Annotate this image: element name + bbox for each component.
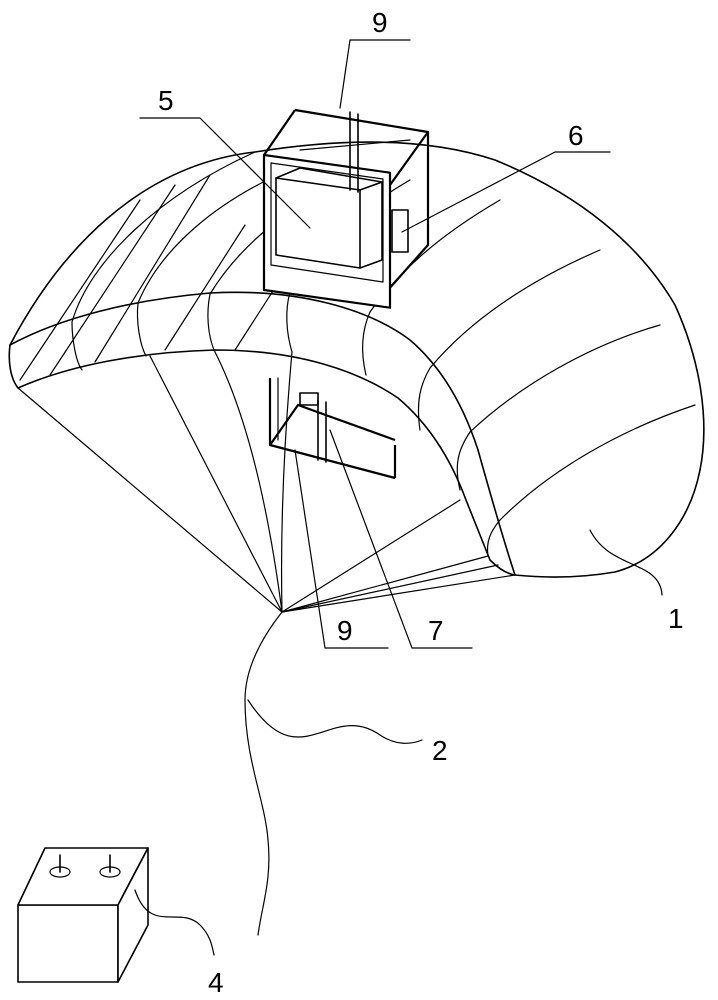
rib-5 [361,311,371,376]
lower-frame-assembly [268,377,397,480]
lower-frame-back [269,403,396,446]
label-7: 7 [428,615,444,646]
suspension-lines [17,349,516,613]
ground-controller-4 [17,847,149,983]
hatch-1 [19,199,141,381]
canopy-leading-edge-outer [9,291,516,576]
line-7 [281,574,516,613]
label-1: 1 [668,603,684,634]
label-6: 6 [568,120,584,151]
leader-9-bottom [294,449,389,649]
upper-frame-assembly [262,108,430,309]
controller-side [117,847,149,983]
leader-6 [401,151,611,233]
leader-1 [589,529,663,596]
seam-1 [71,151,256,323]
canopy-right-cap [489,559,516,576]
line-1 [17,387,283,613]
canopy-left-cap [8,344,19,389]
label-4: 4 [208,967,224,998]
rib-6 [417,367,431,431]
upper-box-5 [275,177,361,269]
label-2: 2 [432,735,448,766]
leader-9-top [339,39,411,109]
rib-4 [286,291,293,353]
label-9-bottom: 9 [337,615,353,646]
rib-1 [71,321,83,371]
leader-7 [329,429,473,649]
line-3 [213,349,283,613]
seam-7 [469,324,661,433]
upper-frame-front-inner [270,162,384,283]
callouts: 9 5 6 1 9 7 2 4 [134,7,684,998]
rib-7 [456,431,471,491]
rib-2 [136,302,147,357]
rib-3 [207,293,215,351]
seam-8 [499,404,696,521]
upper-frame-back [294,108,430,291]
leader-5 [139,117,311,229]
rib-8 [486,519,501,557]
side-unit-6 [391,209,409,253]
hatch-4 [164,224,246,351]
line-5 [281,499,461,613]
upper-frame-top-left [263,109,296,156]
seam-6 [429,249,601,369]
upper-box-5-side [359,181,383,269]
leader-2 [247,699,423,744]
upper-diag [299,139,411,151]
label-5: 5 [158,85,174,116]
lower-rod-cap [299,392,319,406]
canopy-leading-edge-inner [17,349,491,561]
hatch-2 [49,184,176,376]
upper-box-5-top [275,167,383,191]
line-4 [280,351,293,613]
canopy-right-edge [514,469,701,578]
hatch-3 [94,174,211,363]
upper-frame-top-right [389,131,429,186]
controller-front [17,904,119,983]
leader-4 [134,889,215,956]
tether-2 [244,611,283,936]
line-2 [149,355,283,613]
line-6 [281,555,489,613]
canopy-top-edge [9,141,705,471]
label-9-top: 9 [372,7,388,38]
